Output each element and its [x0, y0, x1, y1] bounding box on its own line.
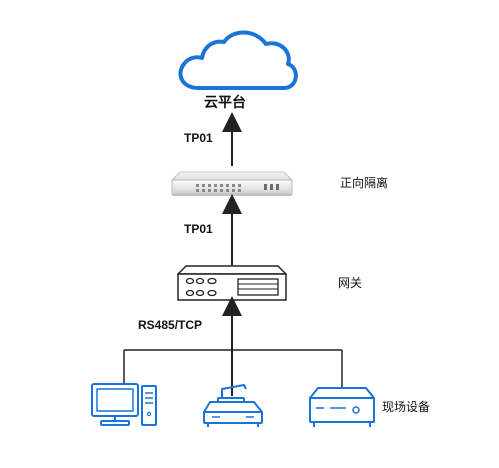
gateway-icon — [177, 265, 287, 301]
computer-icon — [91, 383, 157, 426]
protocol-label-mid: TP01 — [184, 222, 213, 236]
controller-icon — [309, 387, 375, 427]
isolation-device-icon — [170, 171, 294, 196]
protocol-label-top: TP01 — [184, 131, 213, 145]
cloud-label: 云平台 — [204, 95, 246, 111]
network-device-icon — [203, 384, 263, 427]
cloud-icon — [178, 30, 298, 90]
field-devices-label: 现场设备 — [382, 400, 431, 414]
gateway-label: 网关 — [338, 276, 363, 290]
isolation-label: 正向隔离 — [340, 176, 389, 190]
protocol-label-bottom: RS485/TCP — [138, 318, 203, 332]
field-bus — [123, 349, 343, 388]
